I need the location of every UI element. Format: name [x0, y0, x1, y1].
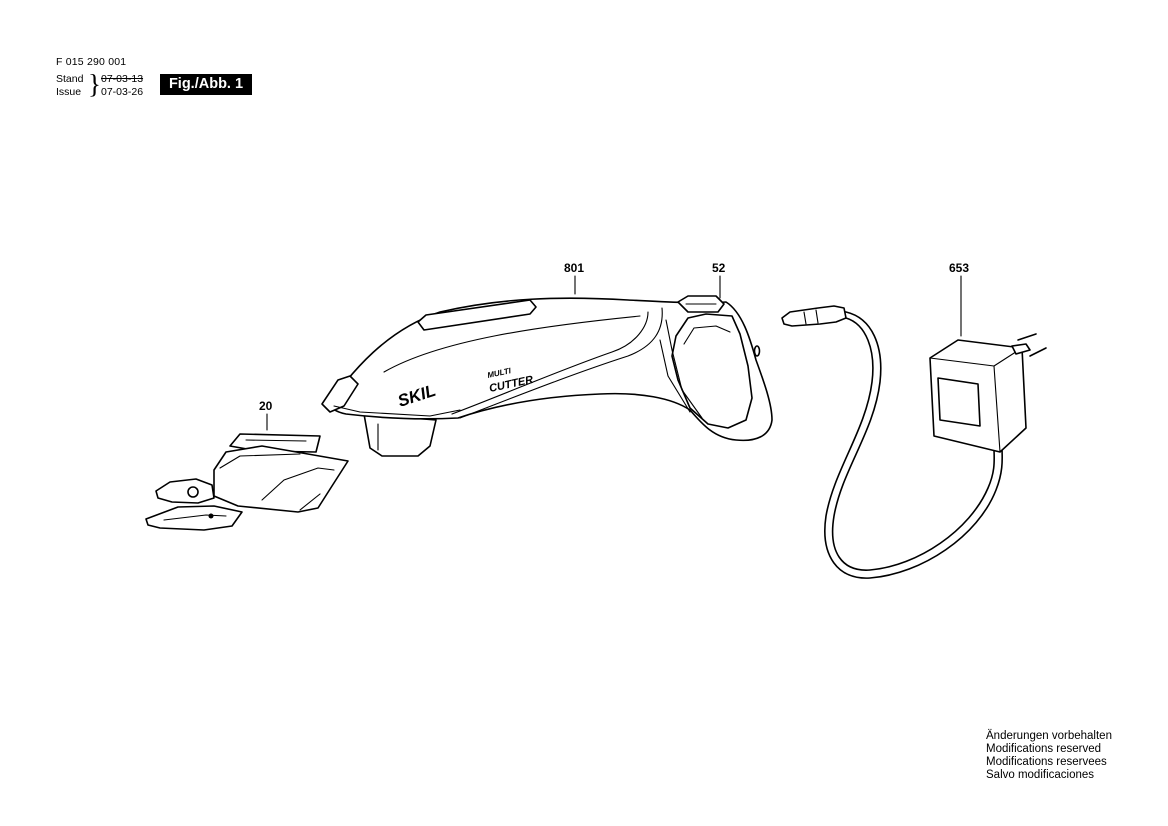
tool-housing-part: SKIL MULTI CUTTER [321, 297, 773, 457]
brace-symbol: } [88, 69, 101, 99]
blade-head-part [145, 433, 349, 531]
note-fr: Modifications reservees [986, 756, 1107, 768]
callout-20: 20 [259, 399, 273, 413]
note-de: Änderungen vorbehalten [986, 730, 1112, 742]
callout-801: 801 [564, 261, 585, 275]
switch-part [677, 295, 725, 313]
issue-label: Issue [56, 86, 82, 98]
callout-653: 653 [949, 261, 970, 275]
stand-label: Stand [56, 73, 84, 85]
callout-52: 52 [712, 261, 726, 275]
stand-date: 07-03-13 [101, 73, 144, 85]
charger-part [781, 305, 1047, 579]
leader-lines [266, 275, 962, 431]
note-es: Salvo modificaciones [986, 769, 1095, 781]
note-en: Modifications reserved [986, 743, 1102, 755]
issue-date: 07-03-26 [101, 86, 144, 98]
figure-tag: Fig./Abb. 1 [160, 74, 252, 95]
part-number: F 015 290 001 [56, 56, 127, 68]
modification-notes: Änderungen vorbehalten Modifications res… [986, 730, 1112, 782]
